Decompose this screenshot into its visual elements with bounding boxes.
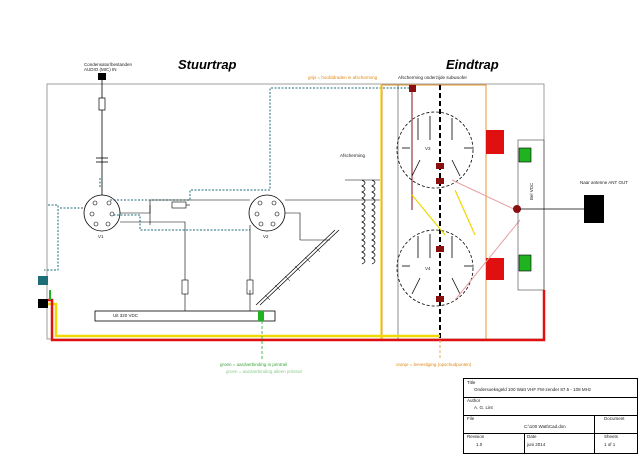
- shield-wire-mid: [60, 207, 250, 231]
- date-label: Date: [527, 434, 537, 439]
- title-block: Title Ondersoeksgeld 100 Watt VHF FM-zen…: [463, 378, 638, 454]
- date-value: juni 2014: [527, 442, 546, 447]
- output-frame: [517, 139, 545, 291]
- mounting-note: oranje = bevestiging (opschudpunten): [396, 362, 472, 367]
- shield-label: Afscherming: [340, 153, 366, 158]
- yellow-link-2: [411, 194, 446, 236]
- tube3-pins: [402, 116, 472, 177]
- tube4-envelope: [396, 229, 474, 307]
- dark-red-terminal: [409, 85, 416, 92]
- final-stage-shield: [381, 84, 487, 341]
- supply-rail-green: [258, 311, 264, 321]
- heading-driver-stage: Stuurtrap: [178, 57, 237, 72]
- tube1-envelope: [83, 194, 121, 232]
- choke-hatching: [264, 246, 321, 301]
- ground-note-1: groen = aardverbinding in printrail: [220, 362, 288, 367]
- diagonal-choke: [255, 229, 340, 306]
- bus-block-4: [436, 296, 444, 302]
- driver-resistors: [171, 201, 254, 295]
- antenna-label: Naar antenne ANT OUT: [580, 180, 628, 185]
- revision-value: 1.0: [476, 442, 483, 447]
- heading-final-stage: Eindtrap: [446, 57, 499, 72]
- title-value: Ondersoeksgeld 100 Watt VHF FM-zender 87…: [474, 387, 592, 392]
- yellow-link-1: [454, 189, 476, 236]
- bus-block-1: [436, 163, 444, 169]
- driver-wiring: [120, 179, 380, 290]
- antenna-connector: [584, 195, 604, 223]
- relay-top: [486, 130, 504, 154]
- audio-input-label: Condensator/bestanden AUDIO (MIC) IN: [84, 62, 133, 72]
- tube3-label: V3: [425, 146, 431, 151]
- terminal-teal: [38, 276, 48, 285]
- shield-underside-note: Afscherming onderzijde subwoofer: [398, 75, 468, 80]
- sheets-value: 1 of 1: [604, 442, 616, 447]
- shield-note-top: grijs = hoofddraden in afscherming: [308, 75, 378, 80]
- document-label: Document: [604, 416, 625, 421]
- tube4-pins: [402, 234, 472, 295]
- side-voltage-label: Bel VDC: [529, 182, 534, 200]
- red-node: [513, 205, 521, 213]
- tube1-label: V1: [98, 234, 104, 239]
- title-label: Title: [467, 380, 476, 385]
- audio-input-terminal: [98, 73, 106, 80]
- supply-rail-label: Uit 320 VDC: [113, 313, 139, 318]
- green-indicator-bottom: [518, 254, 532, 272]
- input-capacitor: [96, 157, 108, 163]
- tube3-envelope: [396, 111, 474, 189]
- author-value: A. G. Lint: [474, 405, 493, 410]
- shield-wire-top: [99, 87, 410, 201]
- author-label: Author: [467, 398, 481, 403]
- shield-wire-left: [44, 204, 59, 271]
- ground-note-2: groen = aardverbinding alleen printrail: [226, 369, 302, 374]
- bus-block-3: [436, 246, 444, 252]
- file-label: File: [467, 416, 475, 421]
- bus-block-2: [436, 178, 444, 184]
- pink-link-1: [451, 179, 521, 213]
- tube2-label: V2: [263, 234, 269, 239]
- tube4-label: V4: [425, 266, 431, 271]
- tube2-pins: [254, 200, 280, 227]
- file-value: C:\100 Watt\Cad.dsn: [524, 424, 566, 429]
- circuit-frame: [46, 83, 545, 340]
- sheets-label: Sheets: [604, 434, 619, 439]
- pink-link-2: [454, 219, 521, 301]
- tube2-envelope: [248, 194, 286, 232]
- relay-bottom: [486, 258, 504, 280]
- tube1-pins: [89, 200, 115, 227]
- coil-windings: [361, 179, 376, 265]
- input-resistor: [98, 97, 106, 111]
- terminal-black: [38, 299, 48, 308]
- revision-label: Revision: [467, 434, 485, 439]
- green-indicator-top: [518, 147, 532, 163]
